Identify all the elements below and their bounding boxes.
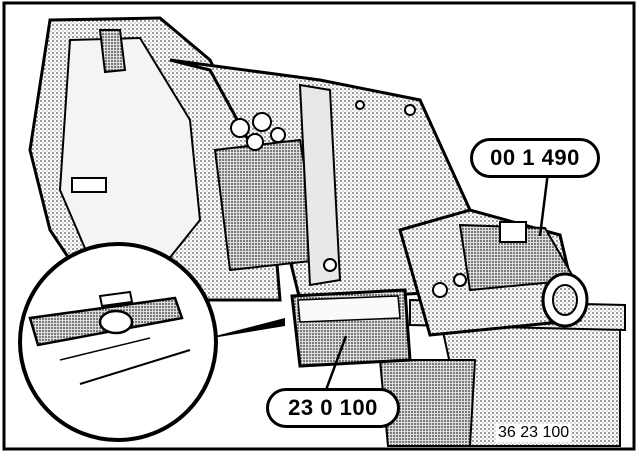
frame-border xyxy=(2,1,636,451)
fixture-plate xyxy=(290,288,412,368)
leader-line-tool xyxy=(538,171,550,237)
bell-housing xyxy=(28,16,282,302)
detail-circle xyxy=(18,242,218,442)
output-housing xyxy=(398,208,589,337)
callout-tool-number: 00 1 490 xyxy=(470,138,600,178)
leader-line-fixture xyxy=(324,335,348,391)
detail-pointer xyxy=(200,318,285,340)
callout-fixture-number: 23 0 100 xyxy=(266,388,400,428)
figure-reference-number: 36 23 100 xyxy=(496,424,572,442)
